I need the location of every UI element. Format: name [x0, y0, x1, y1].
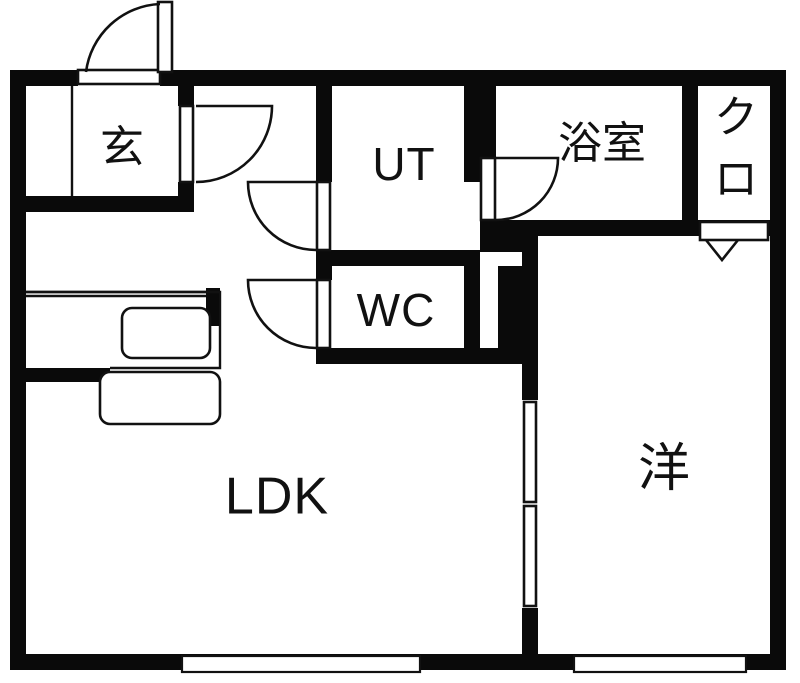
- wall-wc-bottom: [316, 348, 498, 364]
- bath-door-leaf: [479, 156, 497, 222]
- ut-door-leaf: [315, 180, 332, 252]
- wall-top-right: [160, 70, 786, 86]
- room-label-group: 玄 UT 浴室 ク ロ WC LDK 洋: [100, 92, 758, 526]
- wall-ut-bottom: [316, 250, 480, 266]
- room-label-yo: 洋: [638, 439, 690, 499]
- wall-closet-left: [682, 86, 698, 220]
- wall-genkan-bottom: [10, 196, 194, 212]
- ut-door-swing-arc: [246, 180, 317, 252]
- entry-door-threshold: [76, 68, 162, 86]
- counter-top: [26, 290, 222, 370]
- wall-yo-left-upper: [522, 236, 538, 410]
- entry-door-swing-arc: [84, 2, 161, 73]
- room-label-ldk: LDK: [225, 468, 329, 526]
- wall-yo-left-lower: [522, 604, 538, 670]
- wall-wc-nib: [498, 266, 522, 364]
- door-group: [76, 0, 770, 608]
- kitchen-fixtures: [26, 290, 222, 426]
- room-label-ut: UT: [372, 138, 435, 190]
- room-label-wc: WC: [357, 284, 436, 336]
- ldk-balcony-window: [180, 654, 422, 674]
- wall-right-outer: [770, 70, 786, 670]
- wc-door-leaf: [315, 278, 332, 350]
- wall-bath-left-upper: [480, 86, 496, 158]
- yo-sliding-panel-lower: [522, 504, 538, 608]
- closet-door-panel: [698, 220, 770, 242]
- closet-folding-door-indicator: [704, 239, 740, 263]
- wall-kitchen-base: [10, 368, 110, 382]
- window-group: [180, 654, 748, 674]
- lower-cabinet: [98, 370, 222, 426]
- wall-ut-left-upper: [316, 86, 332, 182]
- room-label-closet-char1: ク: [714, 92, 758, 143]
- hall-door-leaf: [178, 104, 195, 184]
- room-label-genkan: 玄: [100, 122, 144, 173]
- hall-door-swing-arc: [195, 104, 274, 184]
- yo-balcony-window: [572, 654, 748, 674]
- sink-basin: [120, 306, 212, 360]
- entry-door-leaf: [156, 0, 174, 74]
- wall-top-left: [10, 70, 80, 86]
- bath-door-swing-arc: [495, 156, 560, 222]
- yo-sliding-panel-upper: [522, 400, 538, 504]
- wc-door-swing-arc: [246, 278, 317, 350]
- room-label-closet-char2: ロ: [714, 154, 758, 205]
- wall-wc-right: [464, 266, 480, 350]
- wall-ut-right-upper: [464, 86, 480, 182]
- room-label-bath: 浴室: [558, 118, 646, 169]
